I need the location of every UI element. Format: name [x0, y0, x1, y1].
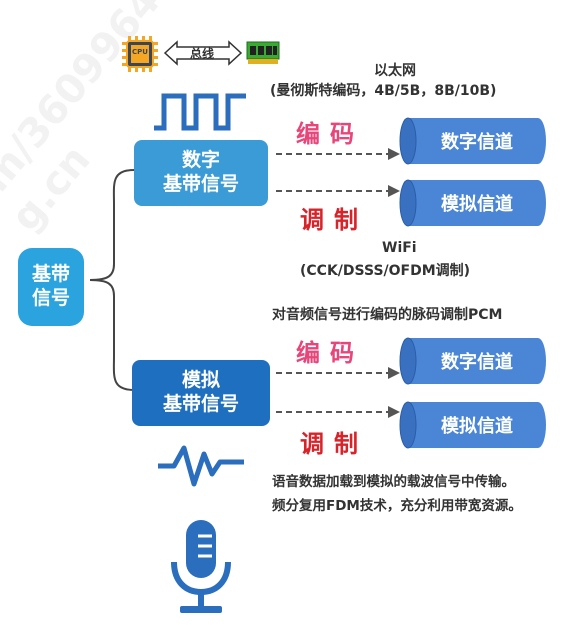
analog-wave-icon — [156, 440, 246, 490]
pcm-note: 对音频信号进行编码的脉码调制PCM — [272, 307, 503, 323]
ethernet-title: 以太网 — [374, 63, 416, 79]
wifi-detail: (CCK/DSSS/OFDM调制) — [300, 263, 471, 279]
square-wave-icon — [152, 92, 248, 132]
analog-note-line2: 频分复用FDM技术，充分利用带宽资源。 — [272, 498, 522, 514]
analog-baseband-label: 模拟 基带信号 — [162, 369, 239, 415]
bottom-modulate-label: 调制 — [300, 430, 368, 458]
wifi-title: WiFi — [382, 240, 417, 256]
root-node: 基带 信号 — [18, 248, 84, 326]
bottom-analog-channel: 模拟信道 — [398, 400, 548, 450]
bottom-encode-label: 编码 — [296, 339, 364, 367]
bus-arrow-icon — [163, 40, 243, 66]
top-analog-channel-label: 模拟信道 — [441, 194, 513, 215]
ethernet-detail: (曼彻斯特编码，4B/5B，8B/10B) — [270, 83, 497, 99]
cpu-chip-label: CPU — [132, 48, 148, 56]
root-label: 基带 信号 — [31, 263, 70, 309]
analog-note-line1: 语音数据加载到模拟的载波信号中传输。 — [272, 474, 515, 490]
ram-icon — [246, 40, 280, 66]
brace — [86, 164, 136, 396]
cpu-icon — [120, 34, 160, 74]
digital-baseband-node: 数字 基带信号 — [134, 140, 268, 206]
bottom-digital-channel: 数字信道 — [398, 336, 548, 386]
top-analog-channel: 模拟信道 — [398, 178, 548, 228]
bottom-analog-channel-label: 模拟信道 — [441, 416, 513, 437]
microphone-icon — [168, 518, 234, 618]
top-encode-label: 编码 — [296, 120, 364, 148]
bottom-digital-channel-label: 数字信道 — [441, 352, 513, 373]
top-arrow-encode — [274, 146, 404, 160]
analog-baseband-node: 模拟 基带信号 — [132, 360, 270, 426]
bottom-arrow-encode — [274, 365, 404, 379]
digital-baseband-label: 数字 基带信号 — [162, 149, 239, 195]
top-modulate-label: 调制 — [300, 206, 368, 234]
bus-label: 总线 — [190, 47, 215, 61]
top-arrow-modulate — [274, 183, 404, 197]
bottom-arrow-modulate — [274, 404, 404, 418]
top-digital-channel-label: 数字信道 — [441, 132, 513, 153]
top-digital-channel: 数字信道 — [398, 116, 548, 166]
